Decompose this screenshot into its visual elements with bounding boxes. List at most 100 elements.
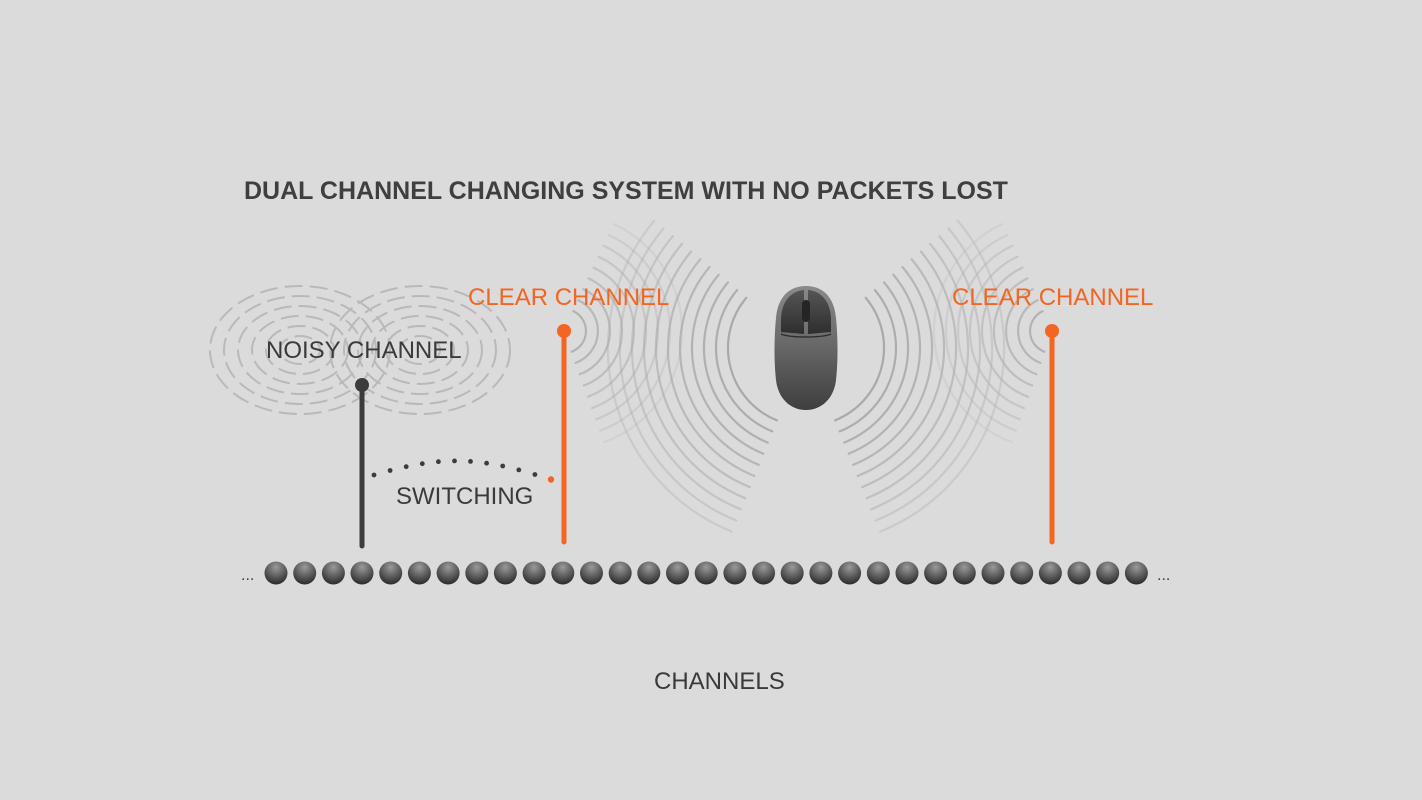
channel-dot bbox=[866, 561, 890, 585]
channel-dot bbox=[981, 561, 1005, 585]
clear-channel-label-1: CLEAR CHANNEL bbox=[468, 284, 670, 311]
clear-channel-1-waves bbox=[570, 223, 684, 443]
signal-wave-icon bbox=[870, 235, 982, 511]
signal-wave-icon bbox=[586, 266, 635, 398]
signal-wave-icon bbox=[1005, 288, 1038, 376]
channel-dot bbox=[780, 561, 804, 585]
noisy-channel-label: NOISY CHANNEL bbox=[266, 337, 462, 364]
signal-wave-icon bbox=[570, 310, 588, 353]
channel-dot bbox=[580, 561, 603, 585]
signal-wave-icon bbox=[714, 289, 774, 433]
signal-wave-icon bbox=[932, 223, 1013, 443]
noise-ring bbox=[399, 335, 441, 365]
channel-dot bbox=[465, 561, 489, 585]
signal-wave-icon bbox=[618, 227, 738, 522]
switching-dot bbox=[532, 472, 538, 477]
switching-dot bbox=[452, 458, 457, 464]
signal-wave-icon bbox=[981, 266, 1030, 398]
switching-dot bbox=[468, 459, 473, 464]
signal-wave-icon bbox=[874, 227, 994, 522]
channel-dot bbox=[608, 561, 632, 585]
channel-dot bbox=[436, 561, 460, 585]
signal-wave-icon bbox=[606, 219, 733, 533]
channel-dot bbox=[407, 561, 431, 585]
signal-wave-icon bbox=[590, 255, 648, 410]
clear-channel-2-marker bbox=[1045, 324, 1059, 338]
channels-axis-label: CHANNELS bbox=[654, 668, 785, 695]
noise-ring bbox=[385, 325, 455, 375]
switching-dot bbox=[403, 464, 409, 470]
signal-wave-icon bbox=[603, 223, 684, 443]
noisy-wave-rings bbox=[209, 285, 511, 415]
channel-dot bbox=[264, 561, 288, 585]
channel-dot bbox=[809, 561, 833, 585]
channel-dot bbox=[321, 561, 345, 585]
signal-wave-icon bbox=[1028, 310, 1046, 353]
clear-channel-1-marker bbox=[557, 324, 571, 338]
signal-wave-icon bbox=[599, 233, 672, 432]
signal-wave-icon bbox=[574, 299, 600, 364]
switching-dot bbox=[419, 461, 425, 467]
switching-dot bbox=[484, 460, 489, 466]
signal-wave-icon bbox=[642, 242, 747, 500]
channel-dot bbox=[694, 561, 718, 585]
signal-wave-icon bbox=[944, 233, 1017, 432]
channel-dot bbox=[379, 561, 403, 585]
mouse-signal-waves bbox=[606, 219, 1006, 533]
signal-wave-icon bbox=[957, 244, 1021, 421]
switching-dot bbox=[371, 472, 377, 478]
signal-wave-icon bbox=[992, 277, 1034, 387]
channel-dot bbox=[895, 561, 919, 585]
channel-dot bbox=[1096, 561, 1120, 585]
channel-dot bbox=[1124, 561, 1148, 585]
signal-wave-icon bbox=[1016, 299, 1042, 364]
signal-wave-icon bbox=[582, 277, 624, 387]
signal-wave-icon bbox=[654, 250, 751, 489]
channel-dot bbox=[838, 561, 862, 585]
signal-wave-icon bbox=[726, 296, 778, 422]
channel-dot bbox=[952, 561, 976, 585]
channel-dot bbox=[1010, 561, 1034, 585]
signal-wave-icon bbox=[838, 289, 898, 433]
channel-dot bbox=[637, 561, 661, 585]
noise-ring bbox=[223, 295, 377, 405]
signal-wave-icon bbox=[865, 242, 970, 500]
mouse-icon bbox=[774, 286, 838, 410]
leading-ellipsis: ... bbox=[241, 567, 254, 584]
noise-ring bbox=[371, 315, 469, 385]
signal-wave-icon bbox=[690, 273, 765, 455]
switching-arc bbox=[371, 458, 555, 483]
channel-dot bbox=[551, 561, 575, 585]
channel-dot bbox=[723, 561, 747, 585]
channel-dot bbox=[350, 561, 374, 585]
signal-wave-icon bbox=[578, 288, 611, 376]
signal-wave-icon bbox=[847, 273, 922, 455]
noise-ring bbox=[279, 335, 321, 365]
switching-dot bbox=[547, 476, 555, 483]
signal-wave-icon bbox=[856, 258, 946, 478]
noise-ring bbox=[343, 295, 497, 405]
channel-dot bbox=[293, 561, 317, 585]
signal-wave-icon bbox=[852, 265, 934, 466]
channel-dot bbox=[752, 561, 776, 585]
trailing-ellipsis: ... bbox=[1157, 567, 1170, 584]
channel-dot bbox=[522, 561, 546, 585]
signal-wave-icon bbox=[834, 296, 886, 422]
switching-label: SWITCHING bbox=[396, 483, 534, 510]
noise-ring bbox=[329, 285, 511, 415]
channel-dot bbox=[1067, 561, 1091, 585]
signal-wave-icon bbox=[666, 258, 756, 478]
signal-wave-icon bbox=[968, 255, 1026, 410]
channel-dot bbox=[924, 561, 948, 585]
switching-dot bbox=[387, 468, 393, 473]
signal-wave-icon bbox=[843, 281, 910, 444]
noise-ring bbox=[251, 315, 349, 385]
signal-wave-icon bbox=[702, 281, 769, 444]
clear-channel-2-waves bbox=[932, 223, 1046, 443]
channel-dot bbox=[1038, 561, 1062, 585]
signal-wave-icon bbox=[595, 244, 659, 421]
noise-ring bbox=[209, 285, 391, 415]
signal-wave-icon bbox=[678, 265, 760, 466]
